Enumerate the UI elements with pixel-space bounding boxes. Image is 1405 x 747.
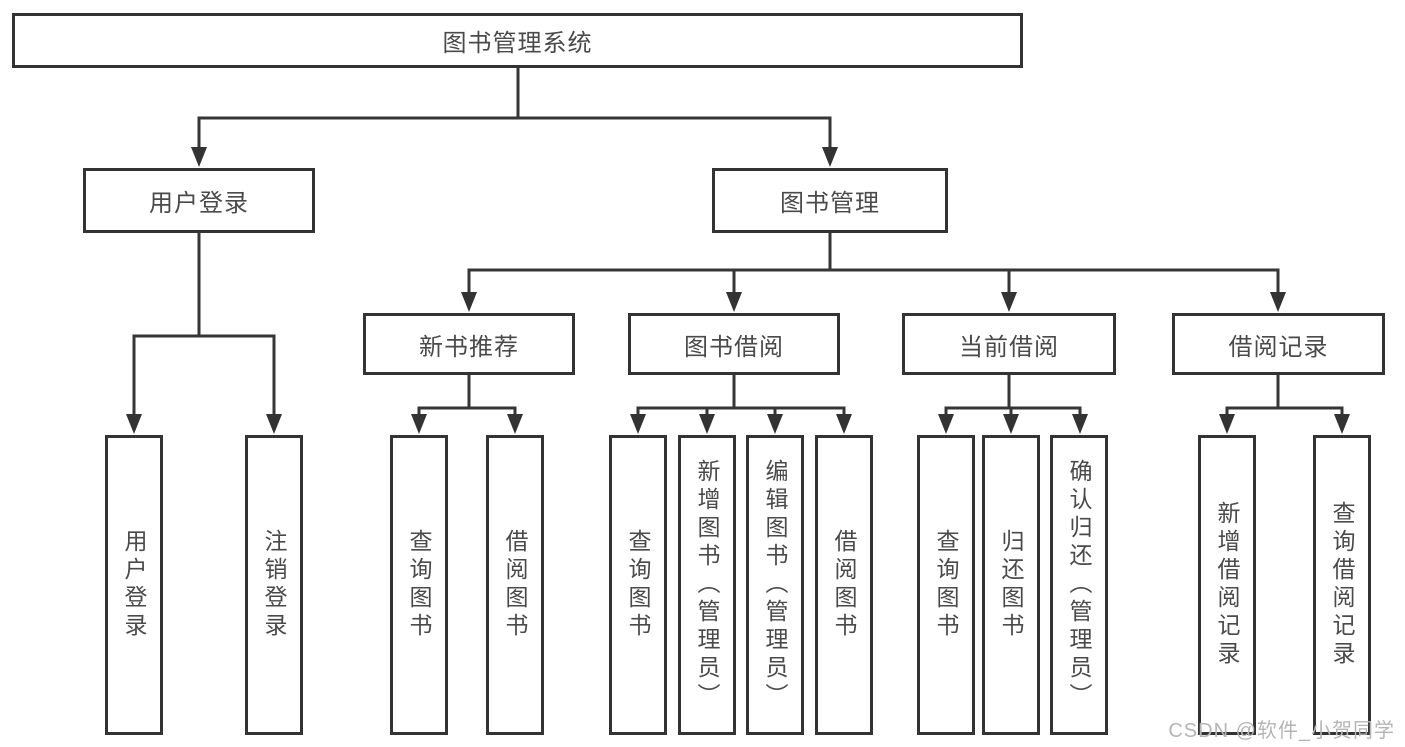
leaf-query-books-1: 查询图书 xyxy=(390,435,448,735)
leaf-label: 借阅图书 xyxy=(831,529,857,641)
leaf-query-borrow-record: 查询借阅记录 xyxy=(1313,435,1371,735)
node-user-login-branch: 用户登录 xyxy=(83,168,315,233)
leaf-user-login: 用户登录 xyxy=(105,435,163,735)
node-book-borrowing: 图书借阅 xyxy=(628,313,840,375)
leaf-label: 确认归还（管理员） xyxy=(1066,459,1092,711)
leaf-confirm-return-admin: 确认归还（管理员） xyxy=(1050,435,1108,735)
leaf-label: 查询图书 xyxy=(625,529,651,641)
leaf-query-books-2: 查询图书 xyxy=(609,435,667,735)
node-library-management-system: 图书管理系统 xyxy=(12,13,1023,68)
node-label: 用户登录 xyxy=(149,190,249,217)
node-label: 图书借阅 xyxy=(684,333,784,361)
leaf-logout: 注销登录 xyxy=(245,435,303,735)
leaf-return-books: 归还图书 xyxy=(982,435,1040,735)
node-label: 借阅记录 xyxy=(1228,333,1329,361)
node-label: 图书管理 xyxy=(780,190,880,217)
leaf-label: 编辑图书（管理员） xyxy=(762,459,788,711)
leaf-add-books-admin: 新增图书（管理员） xyxy=(678,435,736,735)
csdn-watermark: CSDN @软件_小贺同学 xyxy=(1168,720,1395,742)
node-label: 新书推荐 xyxy=(419,333,519,361)
leaf-label: 查询借阅记录 xyxy=(1329,501,1355,669)
leaf-label: 查询图书 xyxy=(406,529,432,641)
leaf-add-borrow-record: 新增借阅记录 xyxy=(1198,435,1256,735)
leaf-label: 新增图书（管理员） xyxy=(694,459,720,711)
leaf-borrow-books-2: 借阅图书 xyxy=(815,435,873,735)
node-current-borrowing: 当前借阅 xyxy=(902,313,1116,375)
leaf-edit-books-admin: 编辑图书（管理员） xyxy=(746,435,804,735)
leaf-label: 查询图书 xyxy=(933,529,959,641)
leaf-borrow-books-1: 借阅图书 xyxy=(486,435,544,735)
leaf-label: 用户登录 xyxy=(121,529,147,641)
node-borrowing-records: 借阅记录 xyxy=(1172,313,1385,375)
leaf-label: 借阅图书 xyxy=(502,529,528,641)
node-label: 当前借阅 xyxy=(959,333,1059,361)
node-book-management-branch: 图书管理 xyxy=(712,168,948,233)
leaf-query-books-3: 查询图书 xyxy=(917,435,975,735)
leaf-label: 新增借阅记录 xyxy=(1214,501,1240,669)
node-label: 图书管理系统 xyxy=(442,30,593,57)
node-new-book-recommend: 新书推荐 xyxy=(363,313,575,375)
leaf-label: 归还图书 xyxy=(998,529,1024,641)
leaf-label: 注销登录 xyxy=(261,529,287,641)
